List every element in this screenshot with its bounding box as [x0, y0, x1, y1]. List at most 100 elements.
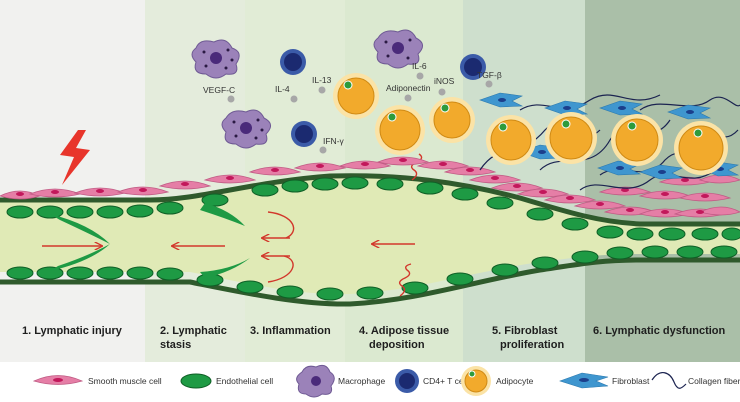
endothelial-cell — [451, 187, 479, 201]
endothelial-cell — [316, 287, 344, 301]
endothelial-cell — [201, 193, 229, 207]
stage-title-4: 4. Adipose tissue — [359, 325, 449, 337]
endothelial-cell — [251, 183, 279, 197]
smooth-muscle-cell — [698, 174, 740, 184]
endothelial-cell — [626, 227, 654, 241]
stage-title-6: 6. Lymphatic dysfunction — [593, 325, 726, 337]
injury-lightning-icon — [60, 130, 90, 185]
leakage-squiggle — [398, 263, 412, 297]
cytokine-dot — [416, 72, 424, 80]
endothelial-cell — [6, 266, 34, 280]
stage-title-3: 3. Inflammation — [250, 325, 331, 337]
factor-label-il-4: IL-4 — [275, 84, 290, 94]
backflow-arrow — [267, 211, 295, 239]
endothelial-cell — [491, 263, 519, 277]
endothelial-cell — [126, 266, 154, 280]
cytokine-dot — [290, 95, 298, 103]
endothelial-cell — [446, 272, 474, 286]
macrophage — [221, 109, 271, 149]
legend-item-collagen: Collagen fiber — [651, 372, 740, 389]
endothelial-cell — [416, 181, 444, 195]
legend-label: CD4+ T cell — [423, 376, 467, 386]
flow-arrows — [42, 153, 423, 297]
endothelial-cell — [126, 204, 154, 218]
endothelial-cell-icon — [180, 373, 212, 389]
legend-item-smooth-muscle: Smooth muscle cell — [32, 375, 162, 386]
endothelial-cell — [341, 176, 369, 190]
endothelial-cell — [66, 266, 94, 280]
adipocyte — [674, 121, 728, 175]
leakage-squiggle — [410, 153, 423, 181]
legend: Smooth muscle cell Endothelial cell Macr… — [0, 362, 740, 402]
fibroblast-nuclei — [498, 98, 724, 174]
factor-label-il-13: IL-13 — [312, 75, 332, 85]
macrophages — [191, 29, 423, 149]
endothelial-cell — [156, 201, 184, 215]
stage-title-2: 2. Lymphatic — [160, 325, 227, 337]
stage-title-4-line2: deposition — [369, 339, 425, 351]
endothelial-cell — [526, 207, 554, 221]
factor-label-il-6: IL-6 — [412, 61, 427, 71]
collagen-fiber-icon — [651, 372, 687, 389]
endothelial-cell — [66, 205, 94, 219]
endothelial-cell — [281, 179, 309, 193]
adipocyte — [429, 97, 475, 143]
cytokine-dot — [319, 146, 327, 154]
valve-flap — [50, 244, 110, 271]
endothelial-cell — [156, 267, 184, 281]
stage-title-5: 5. Fibroblast — [492, 325, 558, 337]
vessel-wall-top — [0, 173, 740, 227]
lymphatic-vessel-lumen — [0, 177, 740, 295]
legend-item-adipocyte: Adipocyte — [461, 366, 534, 396]
endothelial-row-bottom — [6, 245, 738, 301]
endothelial-cell — [531, 256, 559, 270]
cd4-t-cell — [291, 121, 317, 147]
valve-flap — [50, 214, 110, 244]
cytokine-dot — [404, 94, 412, 102]
cytokine-dot — [485, 80, 493, 88]
smooth-muscle-nuclei — [16, 158, 709, 214]
stage-title-2-line2: stasis — [160, 339, 191, 351]
stage-title-5-line2: proliferation — [500, 339, 564, 351]
legend-item-fibroblast: Fibroblast — [559, 372, 650, 389]
valve-flap — [200, 258, 250, 278]
adipocytes — [333, 73, 728, 175]
factor-label-vegf-c: VEGF-C — [203, 85, 235, 95]
factor-labels: VEGF-C IL-4 IL-13 IFN-γ IL-6 Adiponectin… — [203, 61, 502, 146]
endothelial-cell — [596, 225, 624, 239]
endothelial-cell — [36, 205, 64, 219]
factor-label-adiponectin: Adiponectin — [386, 83, 431, 93]
endothelial-cell — [96, 205, 124, 219]
valve-flap — [200, 203, 245, 226]
lymphatic-valves — [50, 203, 250, 278]
endothelial-cell — [236, 280, 264, 294]
legend-label: Endothelial cell — [216, 376, 273, 386]
endothelial-cell — [710, 245, 738, 259]
legend-label: Adipocyte — [496, 376, 534, 386]
endothelial-cell — [376, 177, 404, 191]
endothelial-cell — [658, 227, 686, 241]
cytokine-dots — [227, 72, 493, 154]
endothelial-cell — [641, 245, 669, 259]
stage-titles: 1. Lymphatic injury 2. Lymphatic stasis … — [22, 325, 726, 351]
legend-label: Fibroblast — [612, 376, 650, 386]
endothelial-cell — [356, 286, 384, 300]
collagen-fiber — [579, 169, 716, 191]
factor-label-tgf-beta: TGF-β — [477, 70, 502, 80]
endothelial-cell — [96, 266, 124, 280]
stage-panel-1 — [0, 0, 145, 362]
cd4-t-cell — [280, 49, 306, 75]
legend-item-t-cell: CD4+ T cell — [395, 369, 467, 393]
endothelial-cell — [276, 285, 304, 299]
legend-background — [0, 362, 740, 402]
endothelial-cell — [561, 217, 589, 231]
endothelial-cell — [606, 246, 634, 260]
smooth-muscle-cell — [698, 206, 740, 216]
backflow-arrow — [267, 255, 294, 283]
collagen-fiber — [639, 96, 740, 111]
factor-label-inos: iNOS — [434, 76, 455, 86]
endothelial-cell — [721, 227, 740, 241]
adipocyte — [611, 114, 663, 166]
endothelial-cell — [676, 245, 704, 259]
cytokine-dot — [438, 88, 446, 96]
